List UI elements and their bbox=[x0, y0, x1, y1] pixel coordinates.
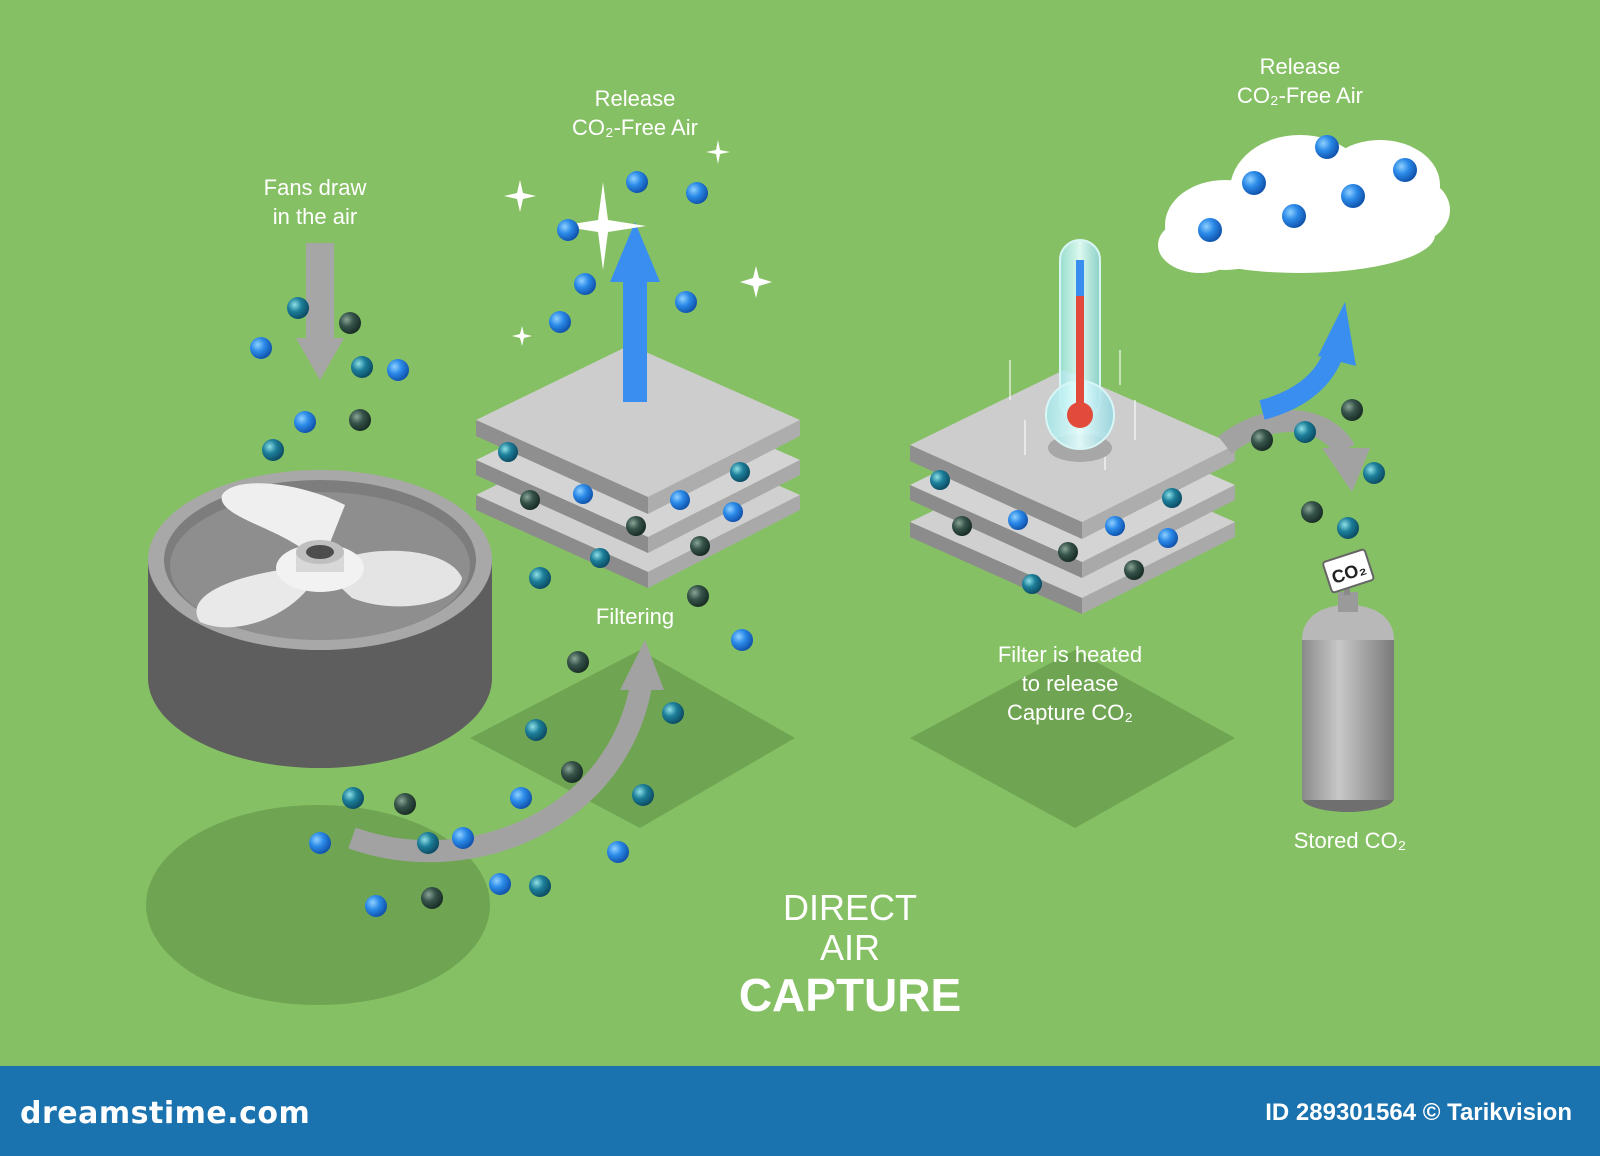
airflow-curve-arrow bbox=[348, 640, 664, 863]
label-fans-draw-air: Fans draw in the air bbox=[230, 173, 400, 231]
label-filtering: Filtering bbox=[570, 602, 700, 631]
diagram-title: DIRECT AIR CAPTURE bbox=[700, 888, 1000, 1022]
release-arrow-right bbox=[1259, 302, 1356, 420]
title-line-2: AIR bbox=[819, 927, 880, 968]
title-line-1: DIRECT bbox=[783, 887, 917, 928]
diagram-artwork: CO₂ bbox=[146, 135, 1450, 1005]
title-line-3: CAPTURE bbox=[738, 969, 962, 1021]
particles bbox=[250, 135, 1417, 917]
label-filter-heated: Filter is heated to release Capture CO₂ bbox=[960, 640, 1180, 727]
fan-icon bbox=[148, 470, 492, 768]
label-stored-co2: Stored CO₂ bbox=[1265, 826, 1435, 855]
label-release-right: Release CO₂-Free Air bbox=[1210, 52, 1390, 110]
label-line: CO₂-Free Air bbox=[572, 115, 698, 140]
air-intake-arrow bbox=[296, 243, 344, 380]
label-line: Release bbox=[594, 86, 676, 111]
label-release-left: Release CO₂-Free Air bbox=[545, 84, 725, 142]
label-line: Filter is heated bbox=[997, 642, 1143, 667]
release-arrow-left bbox=[610, 222, 660, 402]
gas-cylinder-icon: CO₂ bbox=[1302, 548, 1394, 812]
co2-flow-arrow bbox=[1218, 410, 1370, 492]
co2-tag: CO₂ bbox=[1322, 548, 1375, 594]
footer-bar: dreamstime.com ID 289301564 © Tarikvisio… bbox=[0, 1066, 1600, 1156]
sparkle-icon bbox=[504, 140, 772, 346]
site-name[interactable]: dreamstime.com bbox=[20, 1096, 311, 1131]
thermometer-icon bbox=[1045, 239, 1115, 462]
label-line: Stored CO₂ bbox=[1293, 828, 1407, 853]
label-line: Release bbox=[1259, 54, 1341, 79]
cloud-icon bbox=[1158, 135, 1450, 273]
label-line: in the air bbox=[272, 204, 358, 229]
image-credit: ID 289301564 © Tarikvision bbox=[1265, 1099, 1572, 1126]
label-line: to release bbox=[1021, 671, 1119, 696]
label-line: Fans draw bbox=[263, 175, 367, 200]
label-line: Filtering bbox=[595, 604, 675, 629]
label-line: Capture CO₂ bbox=[1007, 700, 1133, 725]
label-line: CO₂-Free Air bbox=[1237, 83, 1363, 108]
